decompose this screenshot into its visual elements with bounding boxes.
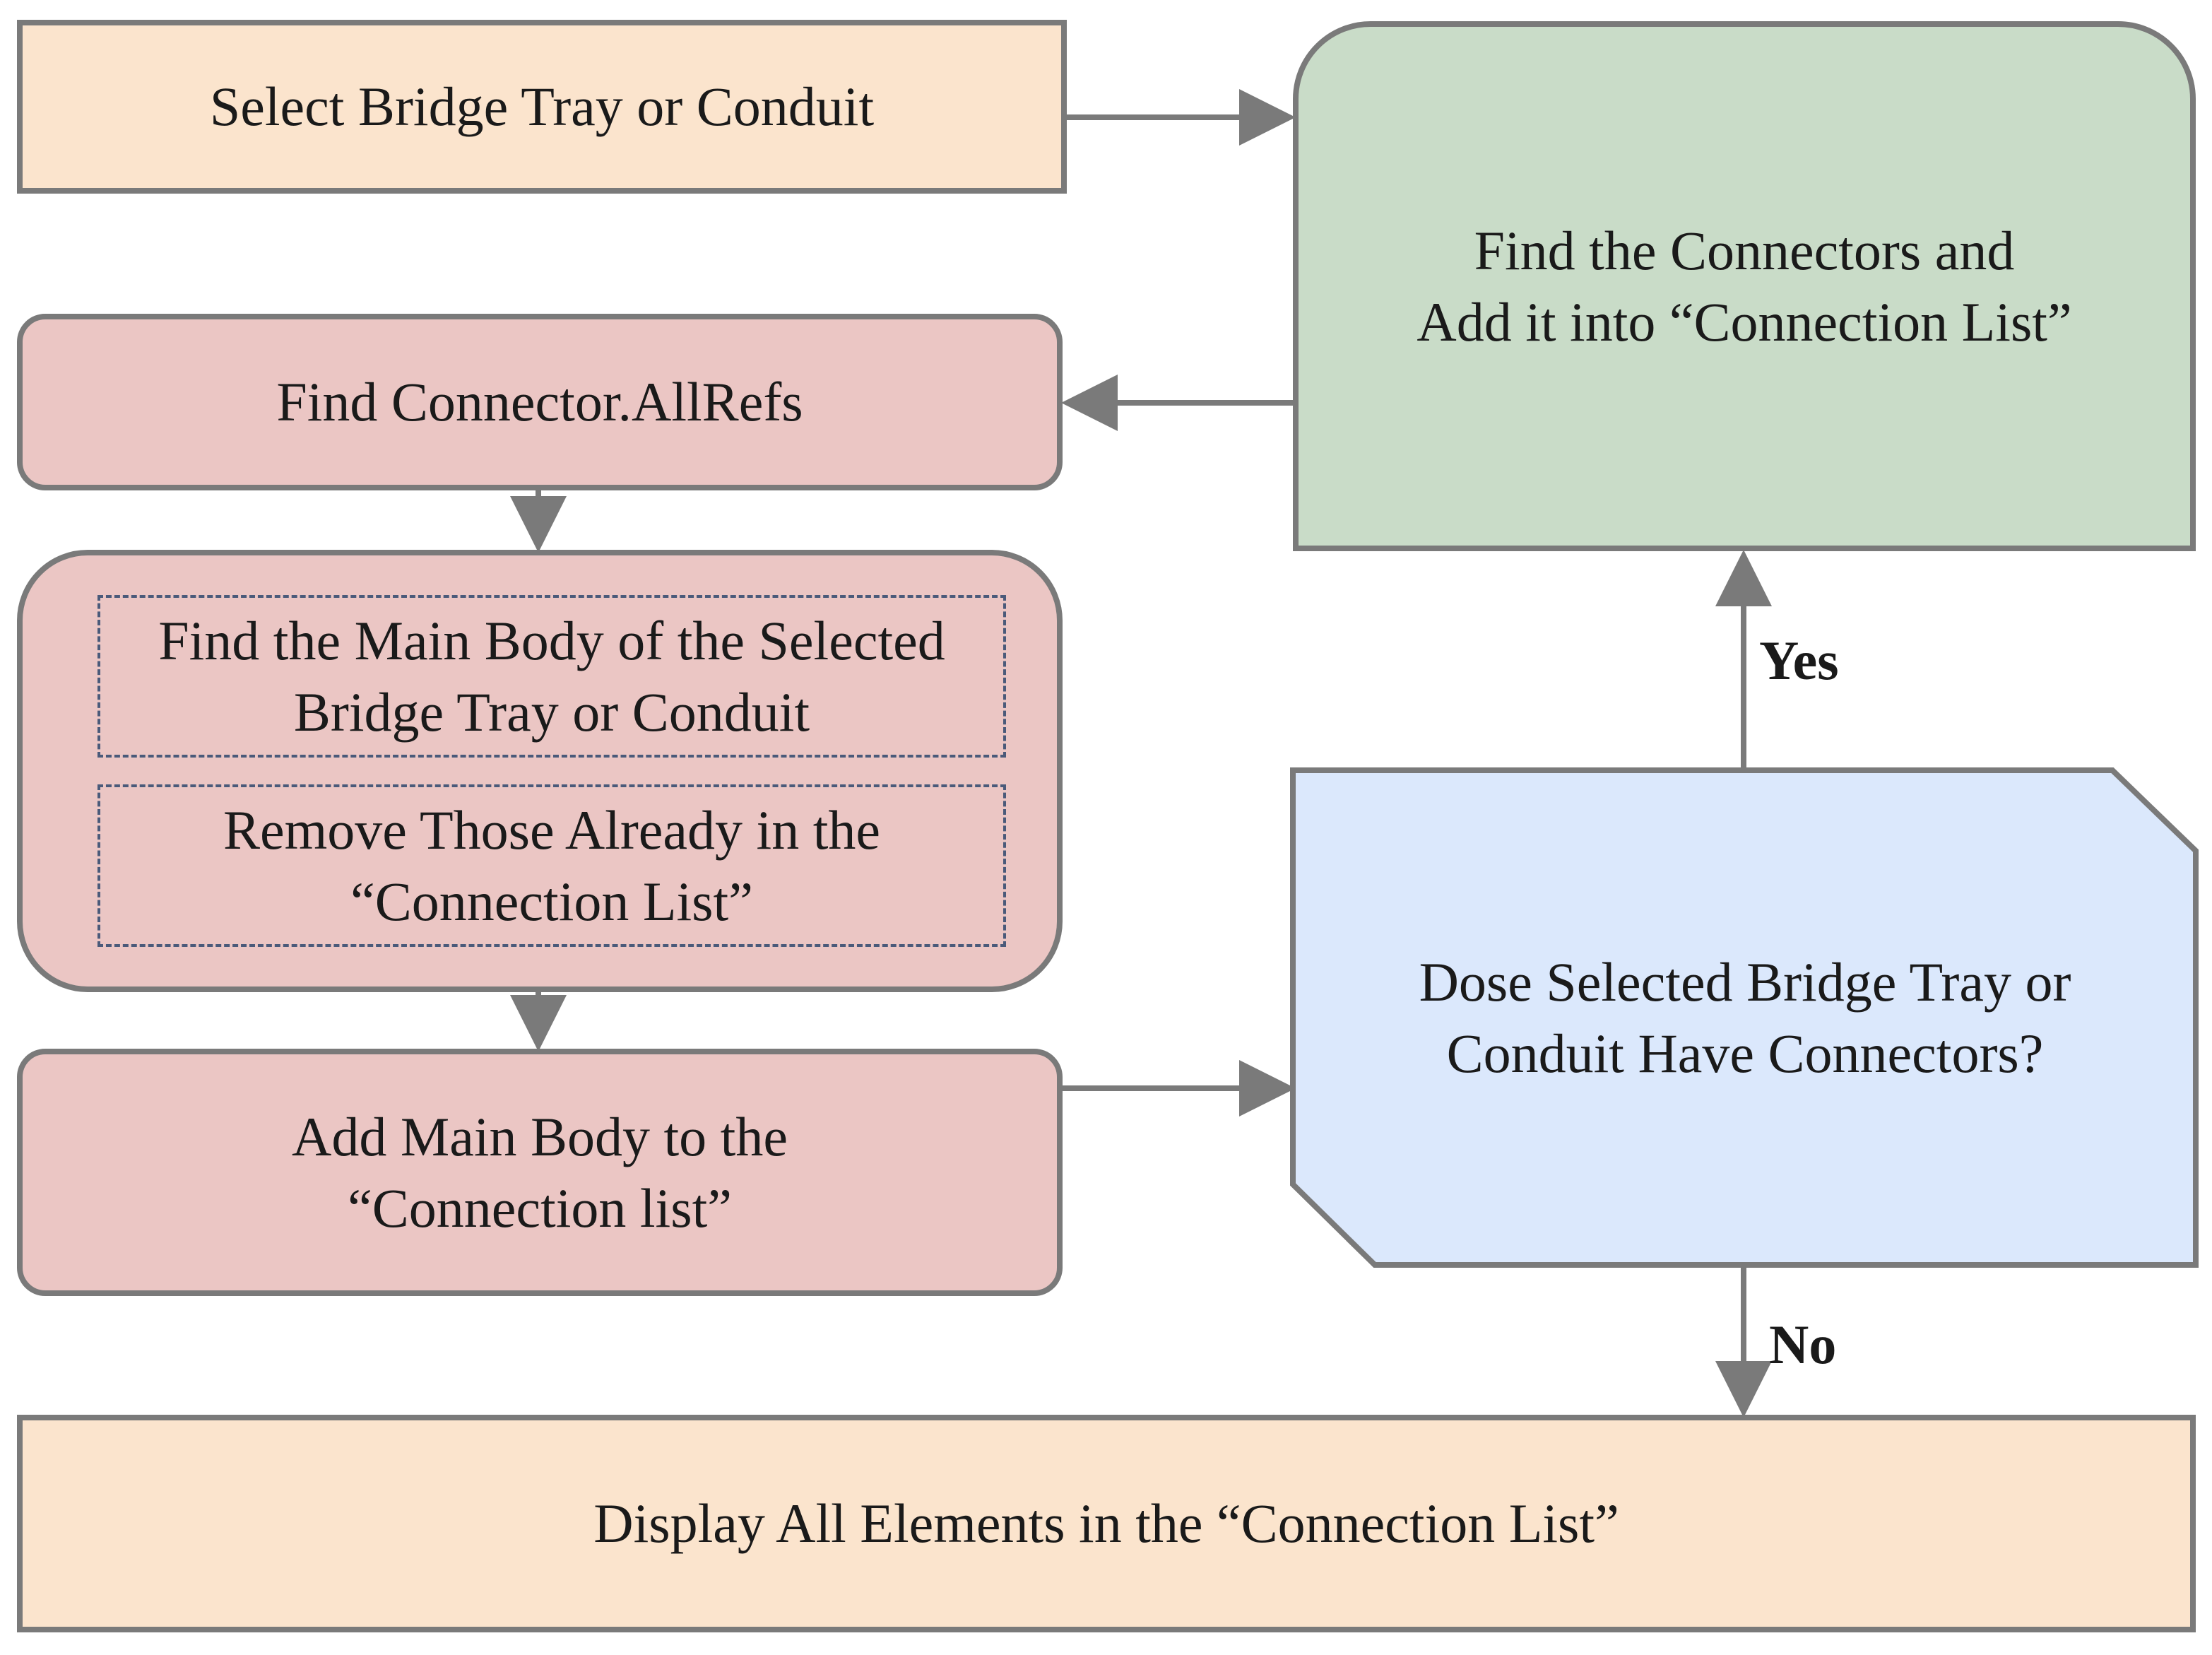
find-main-body-step: Find the Main Body of the Selected Bridg… <box>97 595 1006 758</box>
select-bridge-tray-node: Select Bridge Tray or Conduit <box>17 20 1067 194</box>
find-connectors-line1: Find the Connectors and <box>1474 219 2015 281</box>
display-elements-text: Display All Elements in the “Connection … <box>593 1492 1619 1555</box>
decision-node: Dose Selected Bridge Tray or Conduit Hav… <box>1300 777 2190 1258</box>
select-bridge-tray-text: Select Bridge Tray or Conduit <box>209 76 875 138</box>
find-allrefs-text: Find Connector.AllRefs <box>276 371 803 433</box>
add-main-body-line1: Add Main Body to the <box>292 1105 788 1167</box>
decision-line1: Dose Selected Bridge Tray or <box>1419 950 2071 1013</box>
find-connectors-line2: Add it into “Connection List” <box>1416 291 2072 353</box>
add-main-body-node: Add Main Body to the “Connection list” <box>17 1049 1063 1296</box>
find-allrefs-node: Find Connector.AllRefs <box>17 314 1063 490</box>
display-elements-node: Display All Elements in the “Connection … <box>17 1415 2196 1632</box>
no-label: No <box>1769 1314 1837 1375</box>
main-body-group-node <box>17 550 1063 992</box>
remove-existing-line1: Remove Those Already in the <box>223 799 881 861</box>
add-main-body-line2: “Connection list” <box>348 1177 732 1239</box>
find-connectors-node: Find the Connectors and Add it into “Con… <box>1293 21 2196 551</box>
yes-label: Yes <box>1759 630 1839 691</box>
decision-shape <box>1290 767 2199 1268</box>
remove-existing-line2: “Connection List” <box>350 871 753 932</box>
find-main-body-line1: Find the Main Body of the Selected <box>158 609 945 671</box>
remove-existing-step: Remove Those Already in the “Connection … <box>97 784 1006 947</box>
find-main-body-line2: Bridge Tray or Conduit <box>293 681 810 743</box>
decision-line2: Conduit Have Connectors? <box>1446 1023 2044 1084</box>
